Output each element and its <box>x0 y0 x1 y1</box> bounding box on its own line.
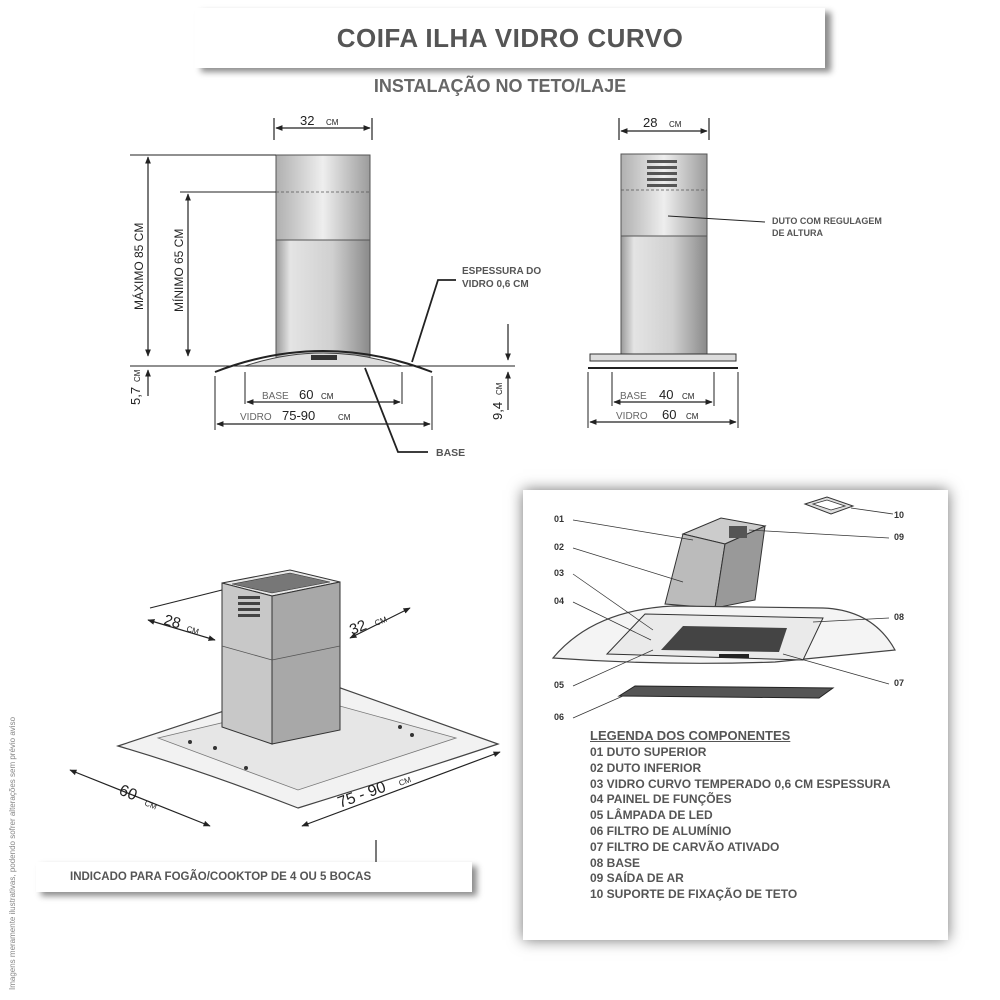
page-subtitle: INSTALAÇÃO NO TETO/LAJE <box>373 76 627 96</box>
page-title: COIFA ILHA VIDRO CURVO <box>336 22 684 53</box>
left-offset-num: 5,7 <box>128 387 143 405</box>
exploded-num-05: 05 <box>554 680 564 690</box>
iso-32-num: 32 <box>347 617 369 639</box>
air-outlet-vents <box>647 160 677 187</box>
exploded-view: 01 02 03 04 05 06 07 08 09 10 <box>551 496 904 720</box>
front-view: 32 CM MÁXIMO 85 CM MÍNIMO 65 CM 5,7 CM 9… <box>128 113 541 459</box>
legend-item: 05 LÂMPADA DE LED <box>590 808 713 823</box>
front-width-unit: CM <box>326 118 339 127</box>
exploded-num-02: 02 <box>554 542 564 552</box>
base-word: BASE <box>262 391 289 402</box>
right-offset-num: 9,4 <box>490 402 505 420</box>
isometric-view: 28 CM 32 CM 60 CM 75 - 90 CM <box>69 569 501 862</box>
glass-word: VIDRO <box>240 412 272 423</box>
front-width-num: 32 <box>300 113 314 128</box>
side-view: 28 CM DUTO COM REGULAGEM DE ALTURA BASE … <box>587 115 882 428</box>
iso-vents <box>238 596 260 617</box>
max-height-label: MÁXIMO 85 CM <box>131 223 146 310</box>
iso-60-unit: CM <box>143 799 158 812</box>
exploded-num-06: 06 <box>554 712 564 720</box>
iso-28-num: 28 <box>162 612 183 633</box>
legend-item: 08 BASE <box>590 855 641 870</box>
exploded-duct <box>664 533 726 609</box>
side-glass-num: 60 <box>662 407 676 422</box>
side-glass-word: VIDRO <box>616 411 648 422</box>
left-offset-unit: CM <box>133 369 142 382</box>
base-pointer-label: BASE <box>436 447 465 459</box>
function-panel <box>311 355 337 360</box>
side-width-num: 28 <box>643 115 657 130</box>
side-base <box>589 353 737 362</box>
legend-item: 01 DUTO SUPERIOR <box>590 745 707 759</box>
iso-duct-front <box>221 582 273 745</box>
glass-num: 75-90 <box>282 408 315 423</box>
iso-duct-side <box>271 581 341 745</box>
duct-label-2: DE ALTURA <box>772 228 823 238</box>
legend-item: 10 SUPORTE DE FIXAÇÃO DE TETO <box>590 887 798 902</box>
side-lower-duct <box>620 235 708 357</box>
exploded-num-01: 01 <box>554 514 564 524</box>
iso-60-num: 60 <box>117 782 140 804</box>
side-base-unit: CM <box>682 392 695 401</box>
side-base-word: BASE <box>620 391 647 402</box>
curved-glass <box>214 350 433 373</box>
legend-title: LEGENDA DOS COMPONENTES <box>590 728 791 743</box>
exploded-num-09: 09 <box>894 532 904 542</box>
iso-28-unit: CM <box>185 624 200 636</box>
legend-item: 02 DUTO INFERIOR <box>590 760 702 775</box>
lower-duct <box>275 239 371 359</box>
base-unit: CM <box>321 392 334 401</box>
thickness-label-2: VIDRO 0,6 CM <box>462 279 529 290</box>
iso-7590-unit: CM <box>398 775 413 788</box>
legend-item: 03 VIDRO CURVO TEMPERADO 0,6 CM ESPESSUR… <box>590 776 891 791</box>
side-base-num: 40 <box>659 387 673 402</box>
side-width-unit: CM <box>669 120 682 129</box>
exploded-num-04: 04 <box>554 596 564 606</box>
legend-item: 04 PAINEL DE FUNÇÕES <box>590 792 732 807</box>
legend-item: 07 FILTRO DE CARVÃO ATIVADO <box>590 839 780 854</box>
exploded-filter <box>617 685 835 699</box>
exploded-num-10: 10 <box>894 510 904 520</box>
exploded-num-08: 08 <box>894 612 904 622</box>
stove-note: INDICADO PARA FOGÃO/COOKTOP DE 4 OU 5 BO… <box>70 871 372 883</box>
title-box: COIFA ILHA VIDRO CURVO <box>195 8 825 68</box>
exploded-num-07: 07 <box>894 678 904 688</box>
right-offset-unit: CM <box>495 382 504 395</box>
exploded-num-03: 03 <box>554 568 564 578</box>
note-box: INDICADO PARA FOGÃO/COOKTOP DE 4 OU 5 BO… <box>36 862 472 892</box>
glass-unit: CM <box>338 413 351 422</box>
thickness-label-1: ESPESSURA DO <box>462 266 541 277</box>
iso-32-unit: CM <box>373 615 388 628</box>
upper-duct <box>275 154 371 241</box>
legend-item: 06 FILTRO DE ALUMÍNIO <box>590 823 732 838</box>
legend-item: 09 SAÍDA DE AR <box>590 871 684 886</box>
legend-list: 01 DUTO SUPERIOR 02 DUTO INFERIOR 03 VID… <box>590 745 891 903</box>
side-glass-unit: CM <box>686 412 699 421</box>
base-num: 60 <box>299 387 313 402</box>
min-height-label: MÍNIMO 65 CM <box>171 229 186 312</box>
side-disclaimer: Imagens meramente ilustrativas, podendo … <box>8 716 17 990</box>
duct-label-1: DUTO COM REGULAGEM <box>772 216 882 226</box>
